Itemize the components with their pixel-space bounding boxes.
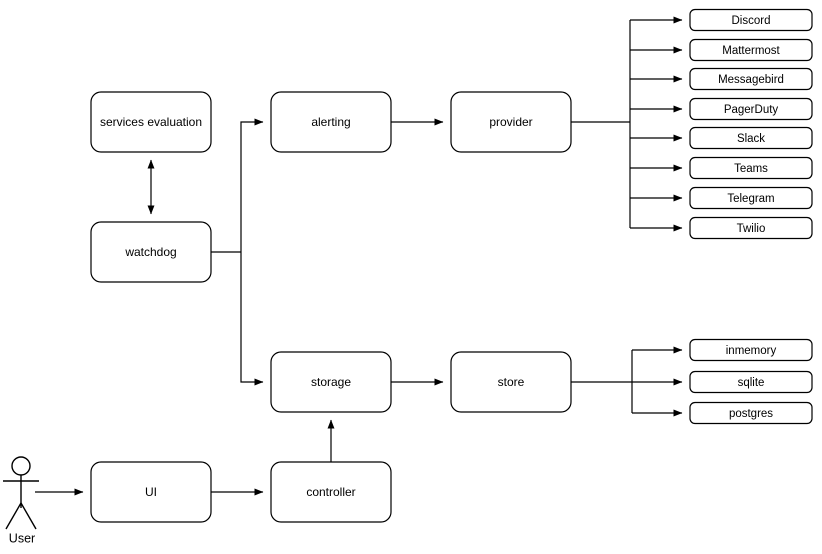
node-inmemory[interactable]: inmemory (689, 338, 813, 362)
node-box-discord (689, 8, 813, 32)
node-label-watchdog: watchdog (124, 245, 176, 259)
node-storage[interactable]: storage (270, 351, 392, 413)
node-box-twilio (689, 216, 813, 240)
node-label-discord: Discord (732, 15, 771, 27)
node-telegram[interactable]: Telegram (689, 186, 813, 210)
node-box-pagerduty (689, 97, 813, 121)
node-slack[interactable]: Slack (689, 126, 813, 150)
provider-list-layer: DiscordMattermostMessagebirdPagerDutySla… (571, 8, 813, 240)
node-services-evaluation[interactable]: services evaluation (90, 91, 212, 153)
edge-bus-alerting (240, 118, 264, 252)
actor-label: User (9, 531, 35, 545)
node-label-storage: storage (311, 375, 351, 389)
node-label-services-evaluation: services evaluation (100, 115, 202, 129)
node-ui[interactable]: UI (90, 461, 212, 523)
node-label-ui: UI (145, 485, 157, 499)
node-box-messagebird (689, 67, 813, 91)
node-box-postgres (689, 401, 813, 425)
node-postgres[interactable]: postgres (689, 401, 813, 425)
node-watchdog[interactable]: watchdog (90, 221, 212, 283)
node-box-services-evaluation (90, 91, 212, 153)
node-label-sqlite: sqlite (738, 377, 765, 389)
node-label-telegram: Telegram (727, 193, 774, 205)
store-list-layer: inmemory sqlite postgres (571, 338, 813, 425)
node-mattermost[interactable]: Mattermost (689, 38, 813, 62)
node-label-controller: controller (306, 485, 355, 499)
node-box-teams (689, 156, 813, 180)
node-messagebird[interactable]: Messagebird (689, 67, 813, 91)
node-box-ui (90, 461, 212, 523)
node-label-mattermost: Mattermost (722, 45, 780, 57)
node-label-slack: Slack (737, 133, 765, 145)
node-box-watchdog (90, 221, 212, 283)
node-label-store: store (498, 375, 525, 389)
node-box-controller (270, 461, 392, 523)
node-box-slack (689, 126, 813, 150)
node-box-telegram (689, 186, 813, 210)
edges-layer (35, 118, 444, 496)
nodes-layer: services evaluation watchdog alerting provi… (90, 91, 572, 523)
node-box-sqlite (689, 370, 813, 394)
node-label-provider: provider (489, 115, 532, 129)
node-box-inmemory (689, 338, 813, 362)
node-box-alerting (270, 91, 392, 153)
node-discord[interactable]: Discord (689, 8, 813, 32)
node-teams[interactable]: Teams (689, 156, 813, 180)
node-label-twilio: Twilio (737, 223, 766, 235)
node-twilio[interactable]: Twilio (689, 216, 813, 240)
node-label-messagebird: Messagebird (718, 74, 784, 86)
actor-left-leg-icon (5, 502, 22, 530)
node-label-pagerduty: PagerDuty (724, 104, 779, 116)
node-label-teams: Teams (734, 163, 768, 175)
node-sqlite[interactable]: sqlite (689, 370, 813, 394)
edge-bus-storage (240, 252, 264, 386)
node-box-mattermost (689, 38, 813, 62)
actor-user[interactable]: User (3, 456, 39, 545)
node-label-alerting: alerting (311, 115, 350, 129)
node-alerting[interactable]: alerting (270, 91, 392, 153)
node-label-postgres: postgres (729, 408, 773, 420)
actor-right-leg-icon (20, 502, 37, 530)
node-controller[interactable]: controller (270, 461, 392, 523)
node-pagerduty[interactable]: PagerDuty (689, 97, 813, 121)
node-box-storage (270, 351, 392, 413)
node-store[interactable]: store (450, 351, 572, 413)
node-provider[interactable]: provider (450, 91, 572, 153)
actor-head-icon (11, 456, 31, 476)
node-label-inmemory: inmemory (726, 345, 777, 357)
